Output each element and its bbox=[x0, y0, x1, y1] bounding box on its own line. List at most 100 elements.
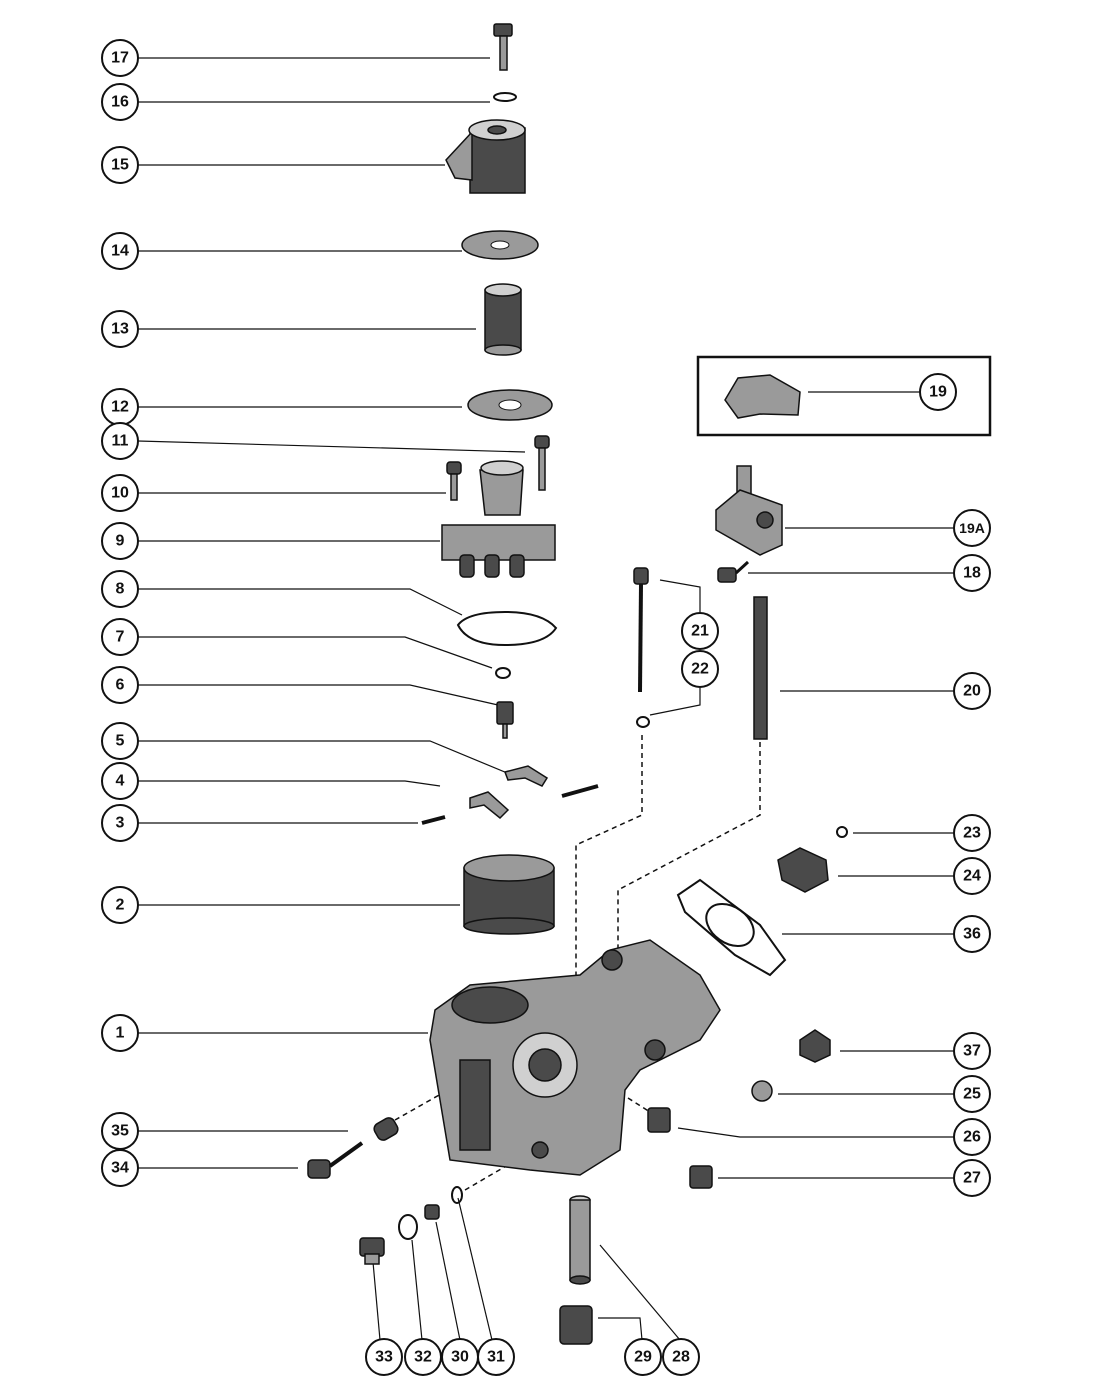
callout-27: 27 bbox=[953, 1159, 991, 1197]
callout-30: 30 bbox=[441, 1338, 479, 1376]
callout-9: 9 bbox=[101, 522, 139, 560]
callout-19-label: 19 bbox=[929, 384, 947, 401]
callout-15-label: 15 bbox=[111, 157, 129, 174]
part-30-screw bbox=[424, 1204, 440, 1220]
callout-7-label: 7 bbox=[116, 629, 125, 646]
parts bbox=[307, 23, 848, 1345]
callout-28-label: 28 bbox=[672, 1349, 690, 1366]
callout-20-label: 20 bbox=[963, 683, 981, 700]
part-37-plug bbox=[799, 1029, 831, 1063]
callout-10-label: 10 bbox=[111, 485, 129, 502]
part-6-needle-valve bbox=[496, 701, 514, 739]
callout-22: 22 bbox=[681, 650, 719, 688]
callout-37-label: 37 bbox=[963, 1043, 981, 1060]
part-11-screw bbox=[534, 435, 550, 491]
callout-32-label: 32 bbox=[414, 1349, 432, 1366]
part-1-carburetor-body bbox=[429, 939, 721, 1176]
callout-16-label: 16 bbox=[111, 94, 129, 111]
callout-18-label: 18 bbox=[963, 565, 981, 582]
part-18-screw bbox=[717, 560, 750, 583]
callout-27-label: 27 bbox=[963, 1170, 981, 1187]
callout-35: 35 bbox=[101, 1112, 139, 1150]
callout-13: 13 bbox=[101, 310, 139, 348]
callout-14: 14 bbox=[101, 232, 139, 270]
part-21-needle bbox=[633, 567, 649, 693]
callout-12: 12 bbox=[101, 388, 139, 426]
callout-19: 19 bbox=[919, 373, 957, 411]
callout-25-label: 25 bbox=[963, 1086, 981, 1103]
part-13-screen bbox=[484, 283, 522, 356]
callout-23-label: 23 bbox=[963, 825, 981, 842]
callout-12-label: 12 bbox=[111, 399, 129, 416]
callout-1: 1 bbox=[101, 1014, 139, 1052]
part-26-jet bbox=[647, 1107, 671, 1133]
callout-22-label: 22 bbox=[691, 661, 709, 678]
callout-4: 4 bbox=[101, 762, 139, 800]
callout-28: 28 bbox=[662, 1338, 700, 1376]
callout-36-label: 36 bbox=[963, 926, 981, 943]
callout-34-label: 34 bbox=[111, 1160, 129, 1177]
callout-16: 16 bbox=[101, 83, 139, 121]
part-19-bracket bbox=[724, 374, 801, 419]
callout-2-label: 2 bbox=[116, 897, 125, 914]
callout-24: 24 bbox=[953, 857, 991, 895]
part-35-spring bbox=[373, 1117, 399, 1141]
callout-29: 29 bbox=[624, 1338, 662, 1376]
part-9-pump-body bbox=[441, 460, 556, 578]
callout-21: 21 bbox=[681, 612, 719, 650]
part-3-pin bbox=[421, 815, 446, 825]
part-34-idle-screw bbox=[307, 1141, 364, 1179]
callout-6-label: 6 bbox=[116, 677, 125, 694]
part-36-gasket bbox=[676, 878, 787, 977]
part-15-cover bbox=[445, 119, 526, 194]
callout-17: 17 bbox=[101, 39, 139, 77]
callout-5-label: 5 bbox=[116, 733, 125, 750]
part-20-tube bbox=[753, 596, 768, 740]
callout-9-label: 9 bbox=[116, 533, 125, 550]
callout-23: 23 bbox=[953, 814, 991, 852]
callout-35-label: 35 bbox=[111, 1123, 129, 1140]
part-2-float bbox=[463, 854, 555, 935]
part-12-gasket bbox=[467, 389, 553, 421]
part-8-gasket bbox=[456, 610, 558, 647]
part-23-screw bbox=[836, 826, 848, 838]
callout-21-label: 21 bbox=[691, 623, 709, 640]
callout-11-label: 11 bbox=[112, 433, 129, 450]
part-5-pin bbox=[561, 784, 599, 798]
callout-4-label: 4 bbox=[116, 773, 125, 790]
callout-36: 36 bbox=[953, 915, 991, 953]
part-5-float-arm bbox=[504, 765, 549, 787]
callout-34: 34 bbox=[101, 1149, 139, 1187]
callout-1-label: 1 bbox=[116, 1025, 125, 1042]
inset-box bbox=[696, 355, 992, 437]
callout-19a-label: 19A bbox=[959, 520, 985, 536]
callout-25: 25 bbox=[953, 1075, 991, 1113]
callouts: 17 16 15 14 13 12 11 10 9 8 7 6 5 4 3 2 … bbox=[101, 39, 991, 1376]
callout-20: 20 bbox=[953, 672, 991, 710]
callout-24-label: 24 bbox=[963, 868, 981, 885]
part-25-plug bbox=[751, 1080, 773, 1102]
callout-11: 11 bbox=[101, 422, 139, 460]
callout-19a: 19A bbox=[953, 509, 991, 547]
part-28-tube bbox=[569, 1195, 591, 1285]
callout-6: 6 bbox=[101, 666, 139, 704]
part-4-float-lever bbox=[469, 791, 510, 820]
callout-8-label: 8 bbox=[116, 581, 125, 598]
callout-30-label: 30 bbox=[451, 1349, 469, 1366]
callout-33-label: 33 bbox=[375, 1349, 393, 1366]
part-19a-fitting bbox=[715, 465, 783, 556]
leader-lines bbox=[137, 57, 955, 1341]
callout-18: 18 bbox=[953, 554, 991, 592]
callout-31: 31 bbox=[477, 1338, 515, 1376]
part-14-gasket bbox=[461, 230, 539, 260]
callout-26-label: 26 bbox=[963, 1129, 981, 1146]
part-22-o-ring bbox=[636, 716, 650, 728]
callout-8: 8 bbox=[101, 570, 139, 608]
callout-29-label: 29 bbox=[634, 1349, 652, 1366]
callout-37: 37 bbox=[953, 1032, 991, 1070]
part-10-screw bbox=[446, 461, 462, 501]
part-33-plug bbox=[359, 1237, 385, 1265]
callout-13-label: 13 bbox=[111, 321, 129, 338]
part-31-o-ring bbox=[451, 1186, 463, 1204]
